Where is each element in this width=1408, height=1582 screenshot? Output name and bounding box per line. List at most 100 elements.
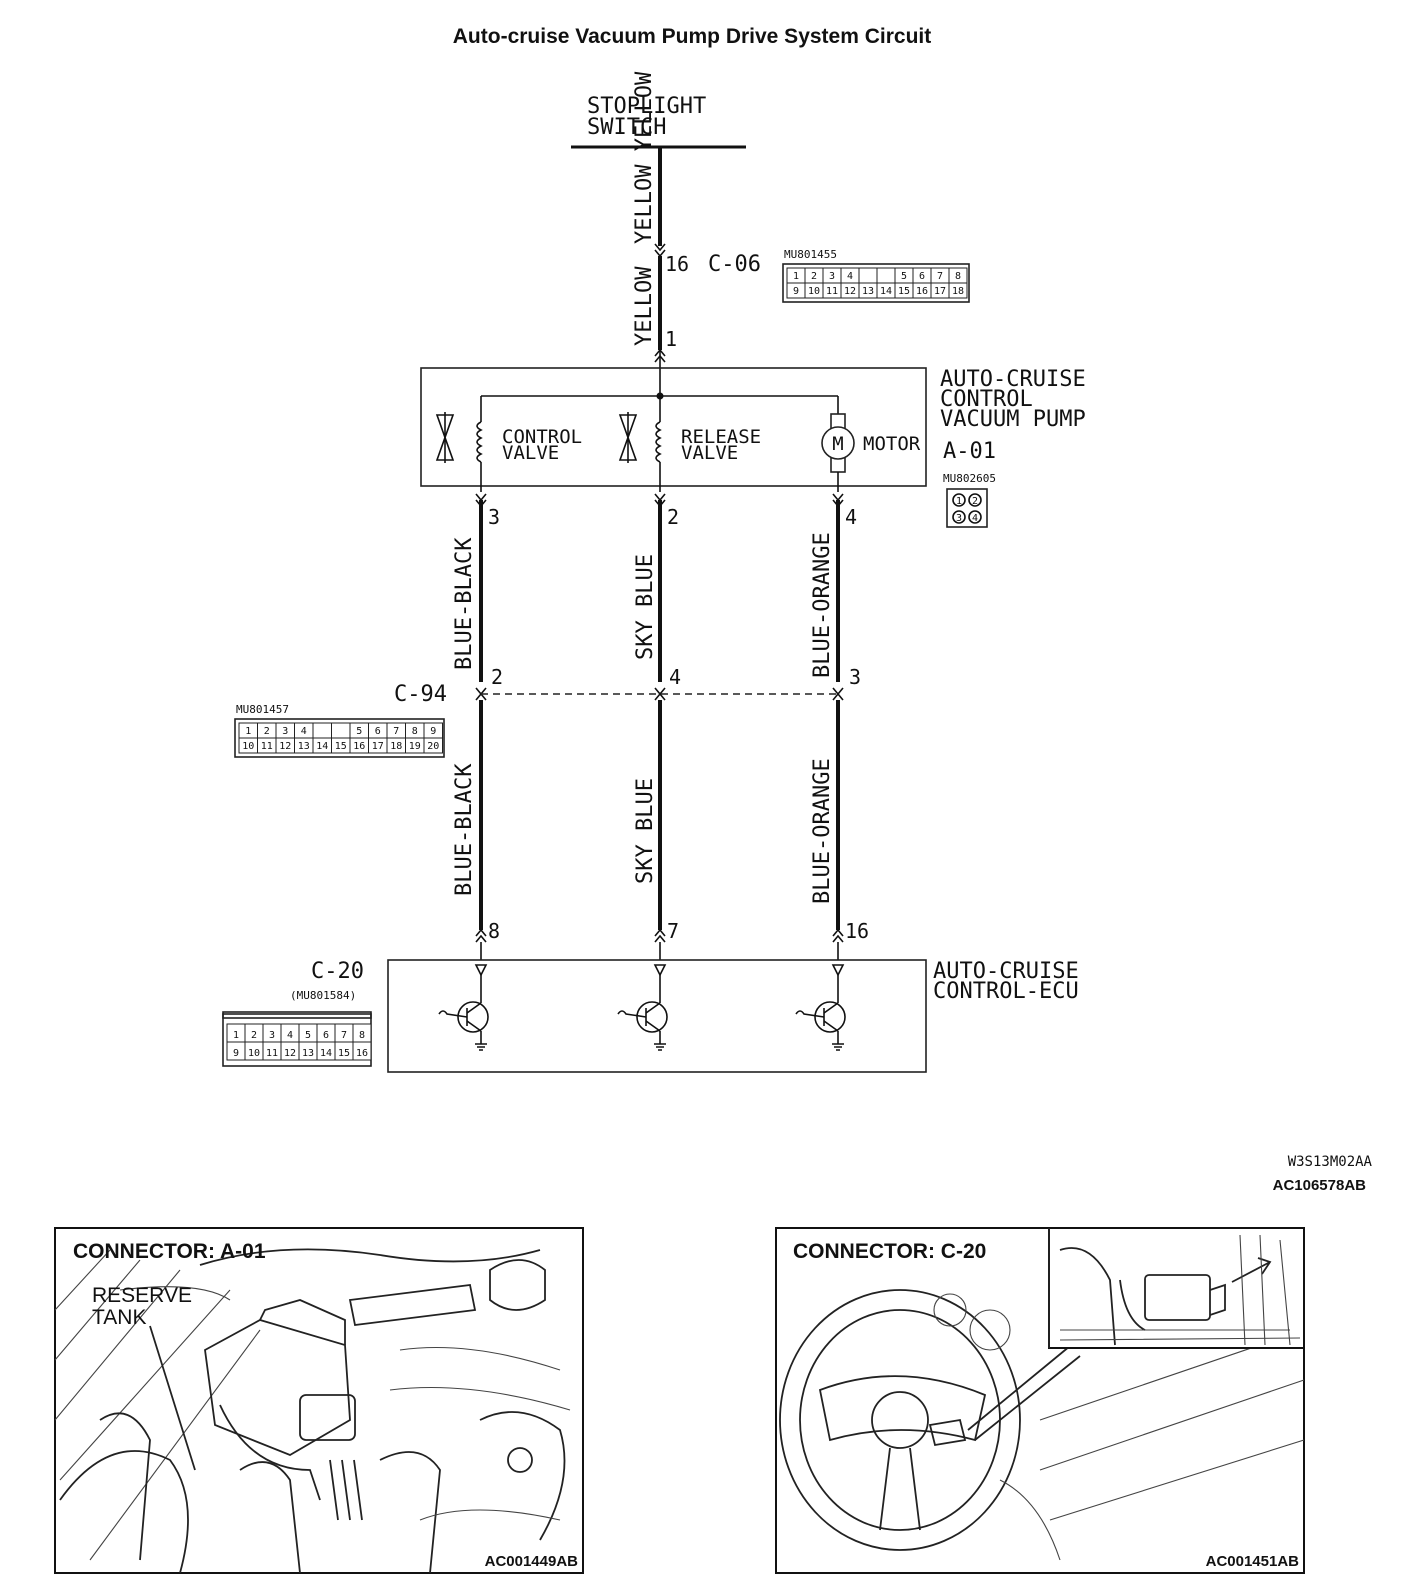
a01-connector-face: 1 2 3 4 [946, 488, 988, 528]
wire-blue-orange-lower-label: BLUE-ORANGE [810, 758, 835, 904]
wire-blue-orange: BLUE-ORANGE BLUE-ORANGE 4 3 16 [810, 493, 869, 960]
a01-pin-3: 3 [956, 513, 962, 524]
c94-pin-label: 12 [279, 741, 291, 752]
vacuum-pump-label-1: AUTO-CRUISE [940, 367, 1086, 392]
c20-pin-label: 16 [356, 1048, 368, 1059]
c94-pin-label: 4 [301, 726, 307, 737]
c20-pin-label: 10 [248, 1048, 260, 1059]
c06-pin-label: 17 [934, 286, 946, 297]
c94-pin-label: 10 [242, 741, 254, 752]
ecu-transistor-3-part [832, 1043, 844, 1051]
release-valve-label-2: VALVE [681, 442, 738, 464]
c06-pin-label: 6 [919, 271, 925, 282]
c06-pin-label: 5 [901, 271, 907, 282]
stoplight-switch-label-2: SWITCH [587, 115, 666, 140]
c20-pin-label: 9 [233, 1048, 239, 1059]
vacuum-pump-label-2: CONTROL [940, 387, 1033, 412]
c06-pin-label: 12 [844, 286, 856, 297]
c94-pin-label: 5 [356, 726, 362, 737]
c06-pin-label: 9 [793, 286, 799, 297]
wire-sky-blue-upper-label: SKY BLUE [633, 554, 658, 660]
ecu-transistor-1-part [466, 1002, 482, 1014]
c06-pin-label: 3 [829, 271, 835, 282]
ecu-transistor-2-part [636, 1001, 668, 1033]
wire-blue-black-upper-label: BLUE-BLACK [452, 537, 477, 670]
top-wire-lower-label: YELLOW [632, 266, 657, 346]
ecu-transistor-2-part [617, 1010, 647, 1018]
wire-blue-black-lower-label: BLUE-BLACK [452, 763, 477, 896]
photo-a01-title: CONNECTOR: A-01 [73, 1240, 266, 1263]
photo-a01-label-1: RESERVE [92, 1284, 192, 1307]
c94-part-number: MU801457 [236, 703, 289, 716]
ecu-transistor-3-part [823, 1002, 839, 1014]
a01-pin-4: 4 [972, 513, 978, 524]
c06-pin-label: 7 [937, 271, 943, 282]
c06-cell [876, 267, 896, 284]
wire-blue-orange-pump-pin: 4 [845, 505, 857, 529]
diagram-code: W3S13M02AA [1288, 1154, 1373, 1170]
photo-c20-ref: AC001451AB [1206, 1553, 1300, 1570]
c06-pin-label: 11 [826, 286, 838, 297]
ecu-label-1: AUTO-CRUISE [933, 959, 1079, 984]
ecu-transistor-2-part [653, 964, 667, 977]
photo-a01-ref: AC001449AB [485, 1553, 579, 1570]
c94-pin-label: 15 [335, 741, 347, 752]
c20-pin-label: 4 [287, 1030, 293, 1041]
wire-blue-black: BLUE-BLACK BLUE-BLACK 3 2 8 [452, 493, 503, 960]
c94-pin-label: 20 [427, 741, 439, 752]
c20-pin-label: 13 [302, 1048, 314, 1059]
wire-blue-orange-upper-label: BLUE-ORANGE [810, 532, 835, 678]
wire-sky-blue-ecu-pin: 7 [667, 919, 679, 943]
ecu-transistor-2-part [654, 1043, 666, 1051]
c20-pin-label: 15 [338, 1048, 350, 1059]
motor-symbol: M [832, 433, 843, 455]
ecu-transistor-1-part [466, 1020, 482, 1032]
top-wire: YELLOW YELLOW YELLOW 16 1 C-06 [632, 71, 761, 397]
diagram-id: AC106578AB [1273, 1177, 1367, 1194]
release-valve: RELEASE VALVE [618, 396, 761, 492]
c94-cell [331, 722, 351, 739]
control-valve: CONTROL VALVE [435, 396, 582, 492]
c06-part-number: MU801455 [784, 248, 837, 261]
c06-pin-label: 13 [862, 286, 874, 297]
c20-pin-label: 5 [305, 1030, 311, 1041]
c94-cell [312, 722, 332, 739]
c20-pin-label: 11 [266, 1048, 278, 1059]
wire-sky-blue: SKY BLUE SKY BLUE 2 4 7 [633, 493, 681, 960]
wire-sky-blue-c94-pin: 4 [669, 665, 681, 689]
c06-pin-label: 10 [808, 286, 820, 297]
c06-pin-label: 1 [793, 271, 799, 282]
c94-pin-label: 3 [282, 726, 288, 737]
wire-sky-blue-pump-pin: 2 [667, 505, 679, 529]
motor: M MOTOR [821, 396, 921, 492]
photo-a01-label-2: TANK [92, 1306, 146, 1329]
c20-pin-label: 8 [359, 1030, 365, 1041]
motor-label: MOTOR [863, 433, 921, 455]
control-valve-label-1: CONTROL [502, 426, 582, 448]
a01-part-number: MU802605 [943, 472, 996, 485]
ecu-transistor-3-part [814, 1001, 846, 1033]
c94-pin-label: 16 [353, 741, 365, 752]
c94-pin-label: 6 [375, 726, 381, 737]
c20-pin-label: 1 [233, 1030, 239, 1041]
wire-blue-black-c94-pin: 2 [491, 665, 503, 689]
photo-connector-a01: CONNECTOR: A-01 RESERVE TANK AC001449AB [54, 1227, 584, 1574]
c20-part-number: (MU801584) [290, 989, 356, 1002]
wire-blue-black-pump-pin: 3 [488, 505, 500, 529]
c06-pin-label: 8 [955, 271, 961, 282]
wire-blue-orange-c94-pin: 3 [849, 665, 861, 689]
connector-inset [1048, 1227, 1305, 1349]
diagram-title: Auto-cruise Vacuum Pump Drive System Cir… [453, 25, 931, 48]
ecu-transistor-2-part [645, 1020, 661, 1032]
ecu-transistor-1-part [438, 1010, 468, 1018]
dashboard-sketch [779, 1289, 1305, 1561]
wire-sky-blue-lower-label: SKY BLUE [633, 778, 658, 884]
auto-cruise-ecu: AUTO-CRUISE CONTROL-ECU C-20 (MU801584) … [222, 959, 1079, 1073]
control-valve-label-2: VALVE [502, 442, 559, 464]
wire-blue-orange-ecu-pin: 16 [845, 919, 869, 943]
c06-pin-label: 18 [952, 286, 964, 297]
c94-pin-label: 8 [412, 726, 418, 737]
c20-pin-label: 14 [320, 1048, 332, 1059]
ecu-transistor-1-part [474, 964, 488, 977]
